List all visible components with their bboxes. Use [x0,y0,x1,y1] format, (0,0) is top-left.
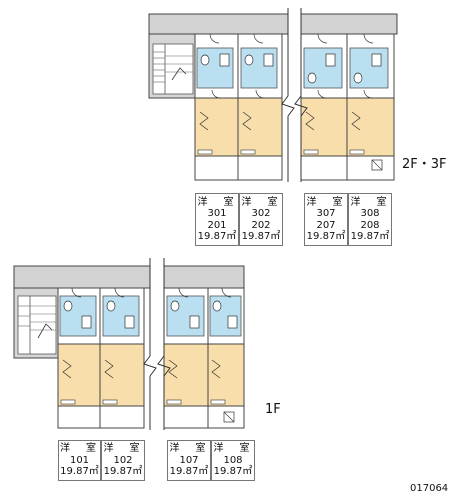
unit-label-108: 洋 室 108 19.87㎡ [211,440,255,481]
unit-area: 19.87㎡ [60,466,99,478]
unit-area: 19.87㎡ [306,231,346,242]
room-number: 302 [251,208,271,219]
unit-area: 19.87㎡ [103,466,143,478]
unit-label-307-207: 洋 室 307 207 19.87㎡ [304,193,348,246]
unit-type: 洋 室 [350,196,390,208]
air-conditioner-icon [197,149,365,155]
unit-type: 洋 室 [306,196,346,208]
corridor-band [163,265,245,289]
room-number: 201 [207,219,227,231]
unit-label-301-201: 洋 室 301 201 19.87㎡ [195,193,239,246]
outdoor-unit-icon [223,411,235,423]
unit-308-208 [346,33,395,181]
door-swing-icon [71,287,232,298]
unit-area: 19.87㎡ [197,231,237,242]
unit-label-302-202: 洋 室 302 202 19.87㎡ [239,193,283,246]
upper-floor-plan [148,8,398,182]
toilet-icon [200,54,363,84]
room-number: 108 [223,454,243,466]
room-number: 102 [113,454,133,466]
break-line [143,258,171,430]
listing-code: 017064 [410,483,449,494]
unit-302-202 [237,33,283,181]
unit-type: 洋 室 [103,443,143,455]
unit-area: 19.87㎡ [350,231,390,242]
staircase-icon [148,33,196,99]
room-number: 207 [316,219,336,231]
unit-type: 洋 室 [213,443,253,455]
air-conditioner-icon [60,399,226,405]
corridor-band [300,13,398,35]
corridor-band [13,265,151,289]
break-line [281,8,308,182]
unit-area: 19.87㎡ [241,231,281,242]
sink-icon [81,315,238,329]
room-number: 101 [69,454,90,466]
floor-label-lower: 1F [265,402,281,417]
lower-floor-plan [13,258,245,430]
unit-label-102: 洋 室 102 19.87㎡ [101,440,145,481]
room-number: 307 [316,208,336,219]
room-number: 202 [251,219,271,231]
room-number: 308 [360,208,380,219]
door-swing-icon [209,33,374,99]
room-number: 208 [360,219,380,231]
corridor-band [148,13,289,35]
unit-area: 19.87㎡ [213,466,253,478]
unit-107 [163,287,209,429]
unit-type: 洋 室 [60,443,99,455]
unit-301-201 [194,33,239,181]
unit-307-207 [300,33,348,181]
unit-102 [99,287,145,429]
room-number: 107 [179,454,199,466]
unit-area: 19.87㎡ [169,466,209,478]
toilet-icon [63,300,222,312]
closet-icon [62,359,221,379]
unit-label-107: 洋 室 107 19.87㎡ [167,440,211,481]
unit-type: 洋 室 [241,196,281,208]
room-number: 301 [207,208,227,219]
unit-type: 洋 室 [197,196,237,208]
sink-icon [219,53,382,67]
outdoor-unit-icon [371,159,383,171]
unit-label-101: 洋 室 101 19.87㎡ [58,440,101,481]
floor-label-upper: 2F・3F [402,157,447,172]
unit-101 [57,287,101,429]
staircase-icon [13,287,59,359]
unit-label-308-208: 洋 室 308 208 19.87㎡ [348,193,392,246]
closet-icon [199,111,361,131]
unit-type: 洋 室 [169,443,209,455]
